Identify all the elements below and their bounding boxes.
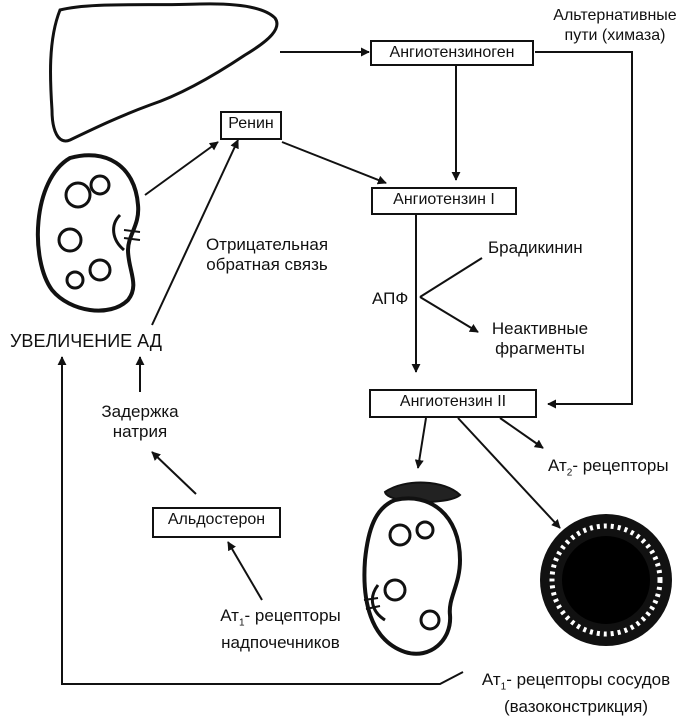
- angiotensin1-label: Ангиотензин I: [393, 191, 495, 208]
- sodium-retention-label: Задержка натрия: [101, 402, 179, 441]
- angiotensin2-label: Ангиотензин II: [399, 393, 507, 410]
- adrenal-kidney-icon: [362, 481, 463, 656]
- aldosterone-label: Альдостерон: [167, 511, 266, 528]
- angiotensinogen-label: Ангиотензиноген: [389, 44, 515, 61]
- aldosterone-box: Альдостерон: [152, 507, 281, 538]
- at2-receptors-label: Ат2- рецепторы: [548, 456, 669, 479]
- at1-vessel-receptors-label: Ат1- рецепторы сосудов (вазоконстрикция): [481, 670, 671, 717]
- liver-icon: [48, 2, 279, 143]
- bp-increase-label: УВЕЛИЧЕНИЕ АД: [10, 331, 162, 351]
- blood-vessel-icon: [540, 514, 672, 646]
- bradykinin-label: Брадикинин: [488, 238, 583, 257]
- renin-label: Ренин: [228, 115, 274, 132]
- angiotensin2-box: Ангиотензин II: [369, 389, 537, 418]
- inactive-fragments-label: Неактивные фрагменты: [491, 319, 589, 358]
- arrow-kidney-to-renin: [144, 141, 219, 196]
- renin-box: Ренин: [220, 111, 282, 140]
- arrow-angiotensin2-to-kidney: [414, 417, 427, 469]
- negative-feedback-label: Отрицательная обратная связь: [205, 235, 329, 274]
- arrow-renin-to-angiotensin1: [281, 141, 387, 185]
- at1-adrenal-receptors-label: Ат1- рецепторы надпочечников: [220, 606, 341, 653]
- arrow-vessel-receptors-to-bp: [57, 356, 464, 685]
- arrow-angiotensin2-to-at2: [499, 417, 544, 449]
- line-ace-to-bradykinin: [419, 257, 483, 298]
- arrow-alternative-paths: [535, 51, 633, 409]
- arrow-angiotensin2-to-vessel: [457, 417, 561, 529]
- kidney-icon: [35, 153, 141, 313]
- ace-label: АПФ: [372, 289, 409, 308]
- arrow-ace-to-inactive: [419, 296, 479, 333]
- arrow-adrenal-receptors-to-aldosterone: [227, 541, 263, 601]
- arrow-aldosterone-to-sodium: [151, 451, 197, 495]
- alternative-paths-label: Альтернативные пути (химаза): [553, 7, 677, 44]
- angiotensin1-box: Ангиотензин I: [371, 187, 517, 215]
- angiotensinogen-box: Ангиотензиноген: [370, 40, 534, 66]
- arrow-feedback-to-renin: [151, 139, 239, 326]
